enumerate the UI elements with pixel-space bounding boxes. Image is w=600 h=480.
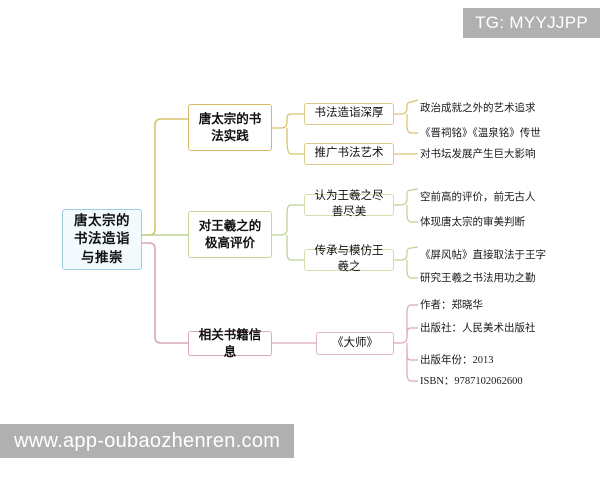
leaf-book-year: 出版年份：2013 [420,355,494,366]
node-sub-3-1-label: 《大师》 [332,336,378,349]
watermark-bottom-left: www.app-oubaozhenren.com [0,424,295,458]
leaf-unprecedented-praise: 空前高的评价，前无古人 [420,192,536,203]
leaf-book-isbn: ISBN：9787102062600 [420,376,523,387]
node-branch-3-label: 相关书籍信息 [198,327,262,359]
node-sub-inherit-imitate[interactable]: 传承与模仿王羲之 [304,245,394,273]
node-sub-perfect-beauty[interactable]: 认为王羲之尽善尽美 [304,190,394,218]
leaf-book-author: 作者：郑晓华 [420,300,483,311]
link-b1-s1 [272,113,304,129]
node-branch-calligraphy-practice[interactable]: 唐太宗的书法实践 [188,104,272,151]
leaf-diligent-study: 研究王羲之书法用功之勤 [420,273,536,284]
link-s4-l2 [406,260,418,279]
link-s5-l3 [406,349,418,361]
link-s1-l2 [406,114,418,134]
link-s1-l1 [394,99,419,115]
node-sub-2-2-label: 传承与模仿王羲之 [314,245,384,273]
link-b2-s1 [272,204,304,236]
link-s5-l2 [406,327,418,337]
link-root-branch3 [142,242,188,344]
node-sub-deep-attainment[interactable]: 书法造诣深厚 [304,103,394,125]
watermark-top-right: TG: MYYJJPP [463,8,600,38]
node-sub-book-title[interactable]: 《大师》 [316,332,394,355]
node-sub-1-1-label: 书法造诣深厚 [314,107,384,120]
leaf-surviving-works: 《晋祠铭》《温泉铭》传世 [420,128,541,139]
link-b1-s2 [286,128,304,155]
link-s5-l4 [406,343,418,382]
link-root-branch1 [142,118,188,236]
leaf-screen-copybook: 《屏风帖》直接取法于王字 [420,250,546,261]
link-s3-l1 [394,188,419,206]
node-branch-book-info[interactable]: 相关书籍信息 [188,328,272,359]
leaf-aesthetic-judgment: 体现唐太宗的审美判断 [420,217,525,228]
node-sub-2-1-label: 认为王羲之尽善尽美 [314,190,384,218]
link-b2-s2 [286,235,304,261]
node-root-label: 唐太宗的书法造诣与推崇 [74,213,130,265]
link-s5-l1 [394,304,418,344]
leaf-huge-influence: 对书坛发展产生巨大影响 [420,149,536,160]
node-branch-1-label: 唐太宗的书法实践 [198,111,262,143]
node-branch-2-label: 对王羲之的极高评价 [198,218,262,250]
leaf-artistic-pursuit: 政治成就之外的艺术追求 [420,103,536,114]
link-s4-l1 [394,246,419,261]
link-s3-l2 [406,205,418,223]
node-branch-wang-xizhi-praise[interactable]: 对王羲之的极高评价 [188,211,272,258]
leaf-book-publisher: 出版社：人民美术出版社 [420,323,536,334]
node-root[interactable]: 唐太宗的书法造诣与推崇 [62,209,142,270]
node-sub-promote-art[interactable]: 推广书法艺术 [304,143,394,165]
node-sub-1-2-label: 推广书法艺术 [314,147,384,160]
